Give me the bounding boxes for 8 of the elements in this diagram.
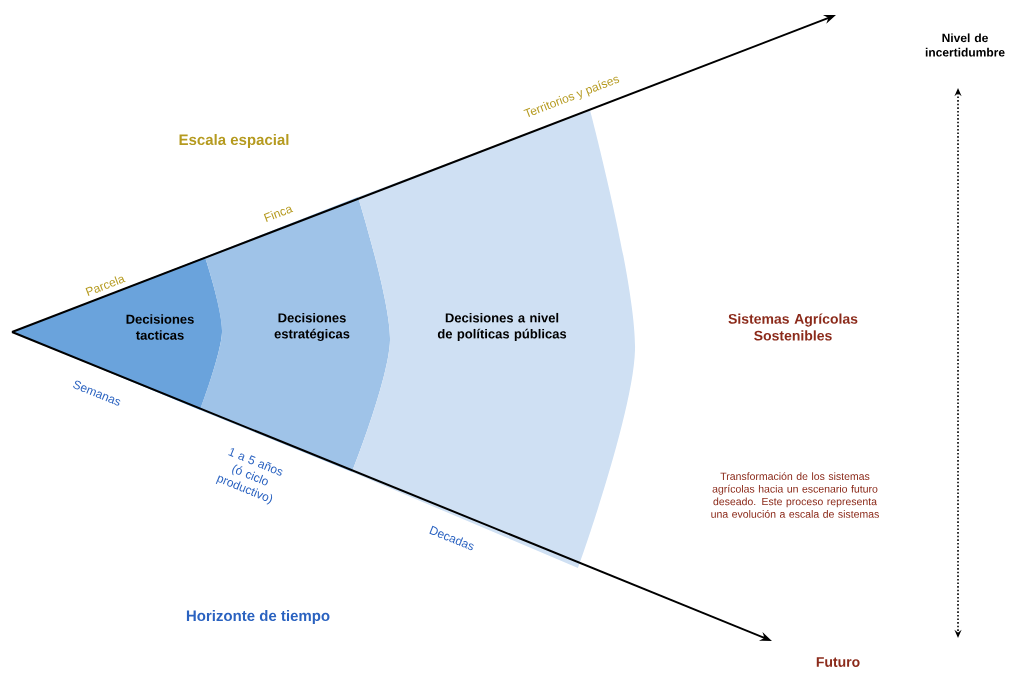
axis-title: Nivel de incertidumbre <box>925 33 1005 57</box>
scale-label: Finca <box>263 206 294 222</box>
axis-title: Futuro <box>816 657 860 667</box>
axis-title: Horizonte de tiempo <box>186 610 330 624</box>
scale-label: Parcela <box>85 276 126 296</box>
heading: Sistemas Agrícolas Sostenibles <box>728 313 858 341</box>
axis-title: Escala espacial <box>179 134 289 148</box>
description: Transformación de los sistemas agrícolas hacia un escenario futuro deseado. Este proceso representa una evolución a escala de sistemas <box>711 472 879 518</box>
